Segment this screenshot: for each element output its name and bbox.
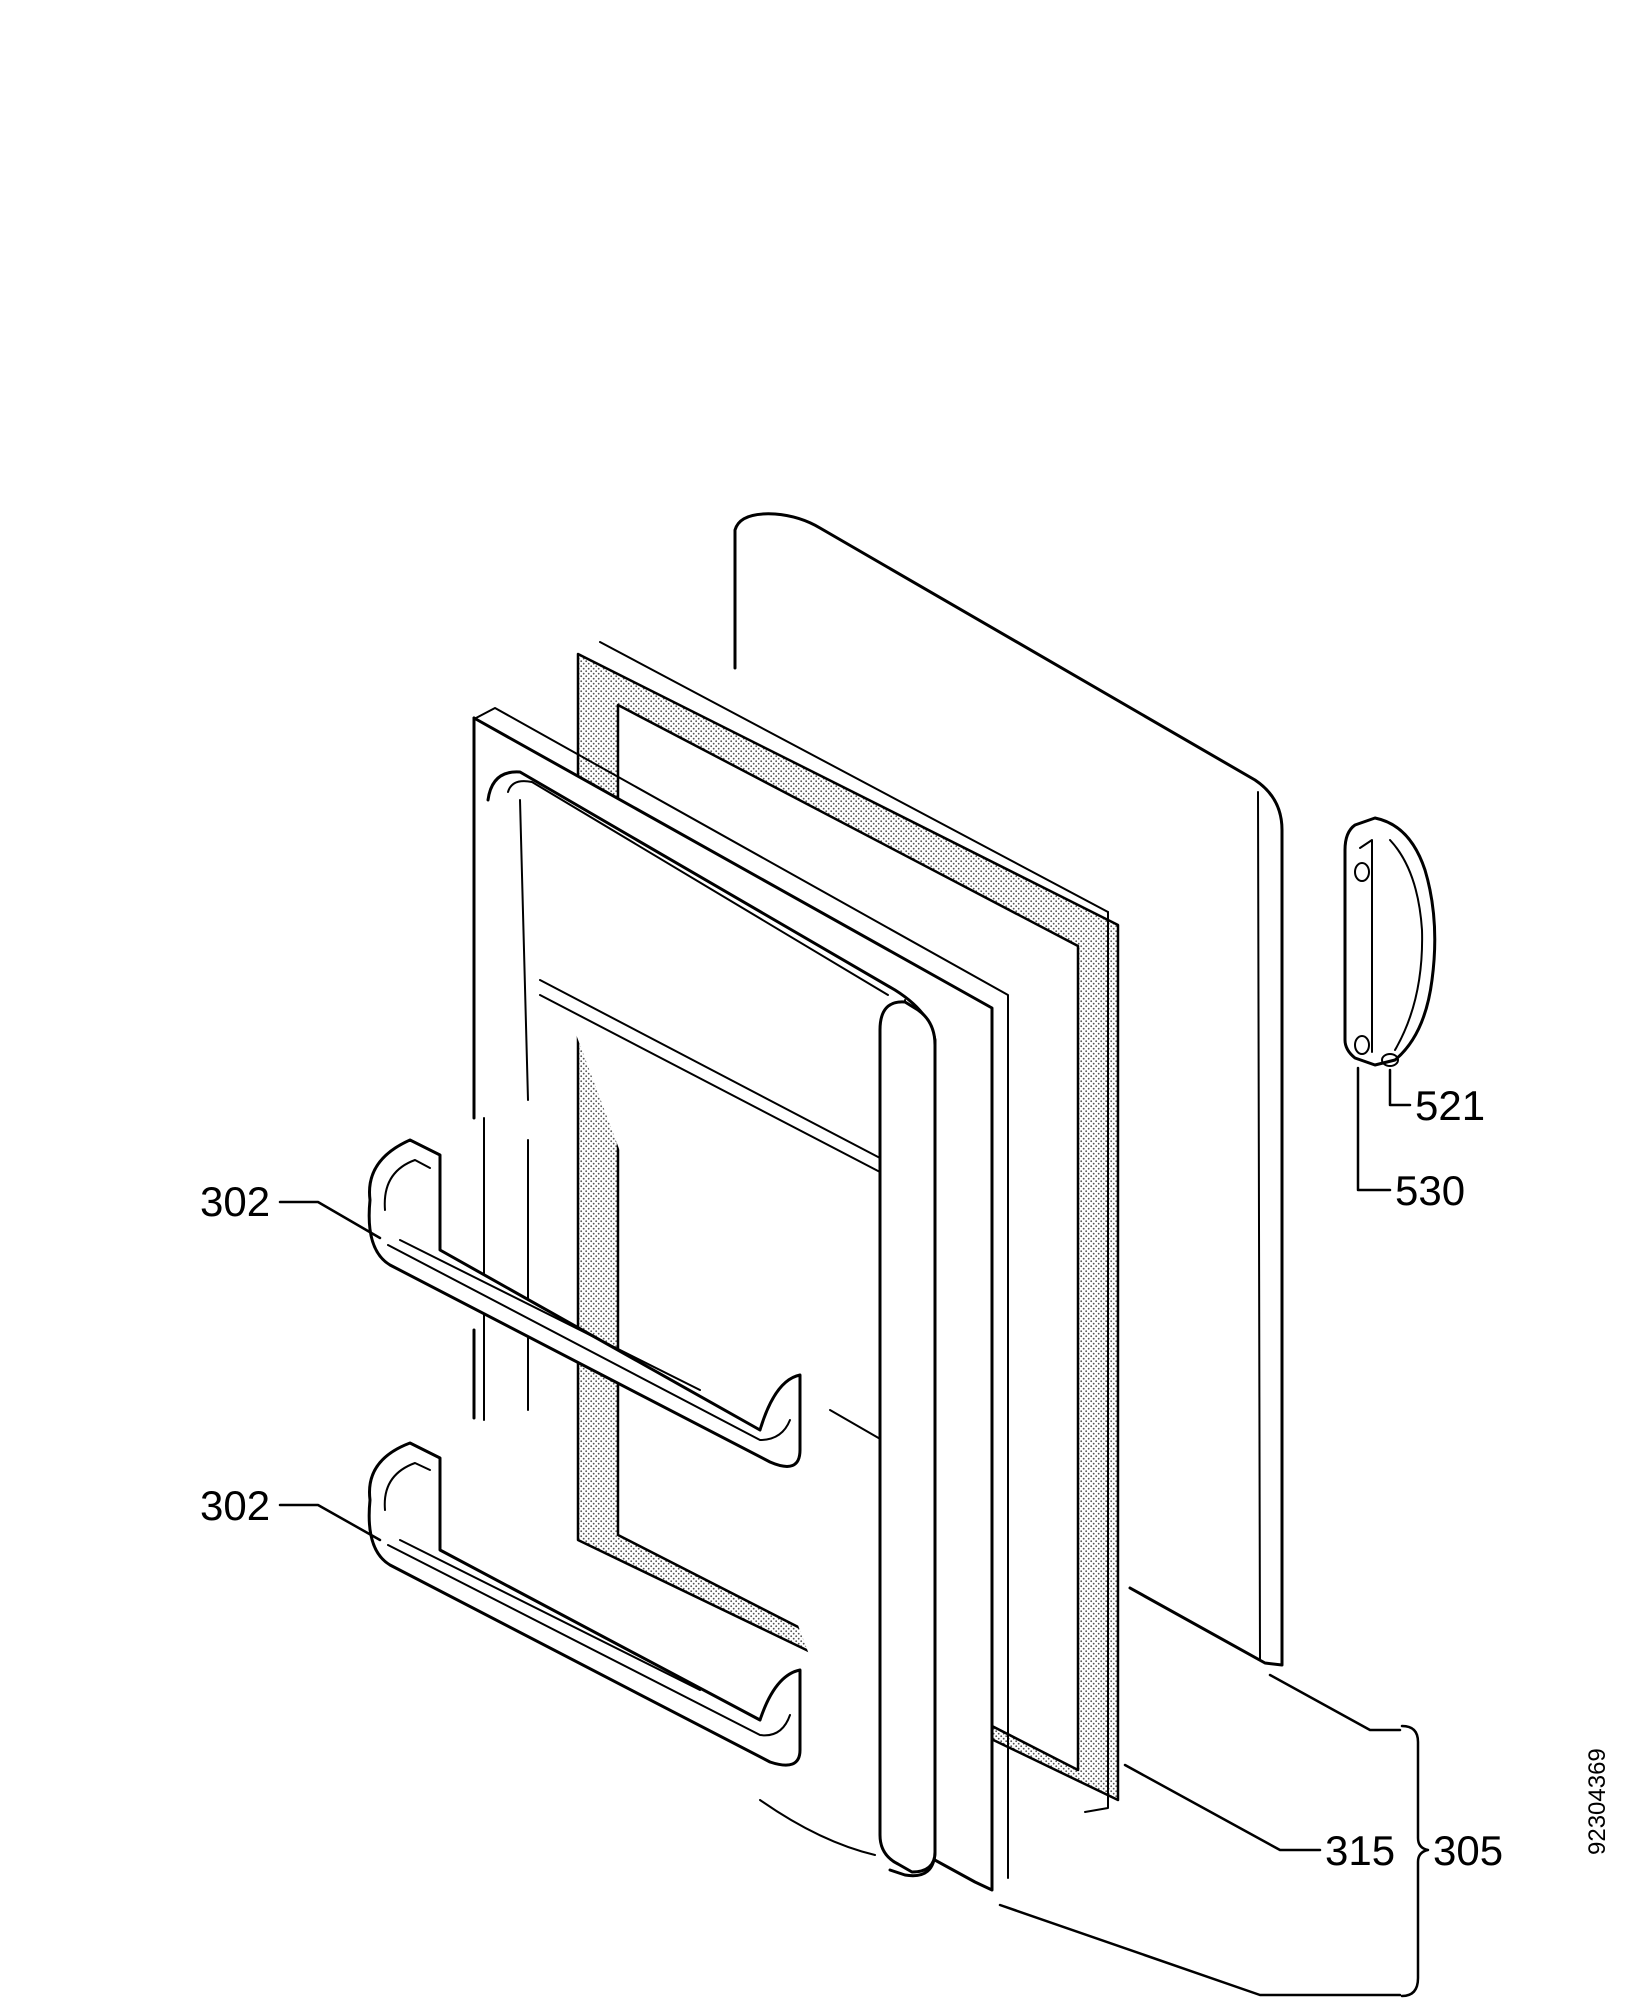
callout-screw-cap: 521 <box>1415 1082 1485 1129</box>
leader-door-bottom <box>998 1903 1402 1997</box>
handle-upper <box>367 1138 802 1468</box>
leader-handle-upper <box>278 1200 382 1240</box>
callout-door-assembly: 305 <box>1433 1827 1503 1874</box>
leader-screw-cap <box>1388 1068 1412 1107</box>
leader-door-top <box>1268 1673 1402 1732</box>
callout-handle-small: 530 <box>1395 1167 1465 1214</box>
leader-handle-lower <box>278 1503 382 1542</box>
door-inner-liner <box>472 707 1009 1892</box>
callout-handle-lower: 302 <box>200 1482 270 1529</box>
screw-cap <box>1381 1053 1399 1067</box>
document-id: 92304369 <box>1584 1748 1611 1855</box>
callout-door-gasket: 315 <box>1325 1827 1395 1874</box>
assembly-brace <box>1400 1724 1430 1998</box>
leader-door-gasket <box>1123 1763 1322 1852</box>
handle-small <box>1343 816 1437 1067</box>
door-gasket <box>576 641 1120 1813</box>
handle-lower <box>367 1441 802 1767</box>
leader-lines <box>278 1066 1430 1998</box>
callout-handle-upper: 302 <box>200 1178 270 1225</box>
leader-handle-small <box>1356 1066 1392 1192</box>
